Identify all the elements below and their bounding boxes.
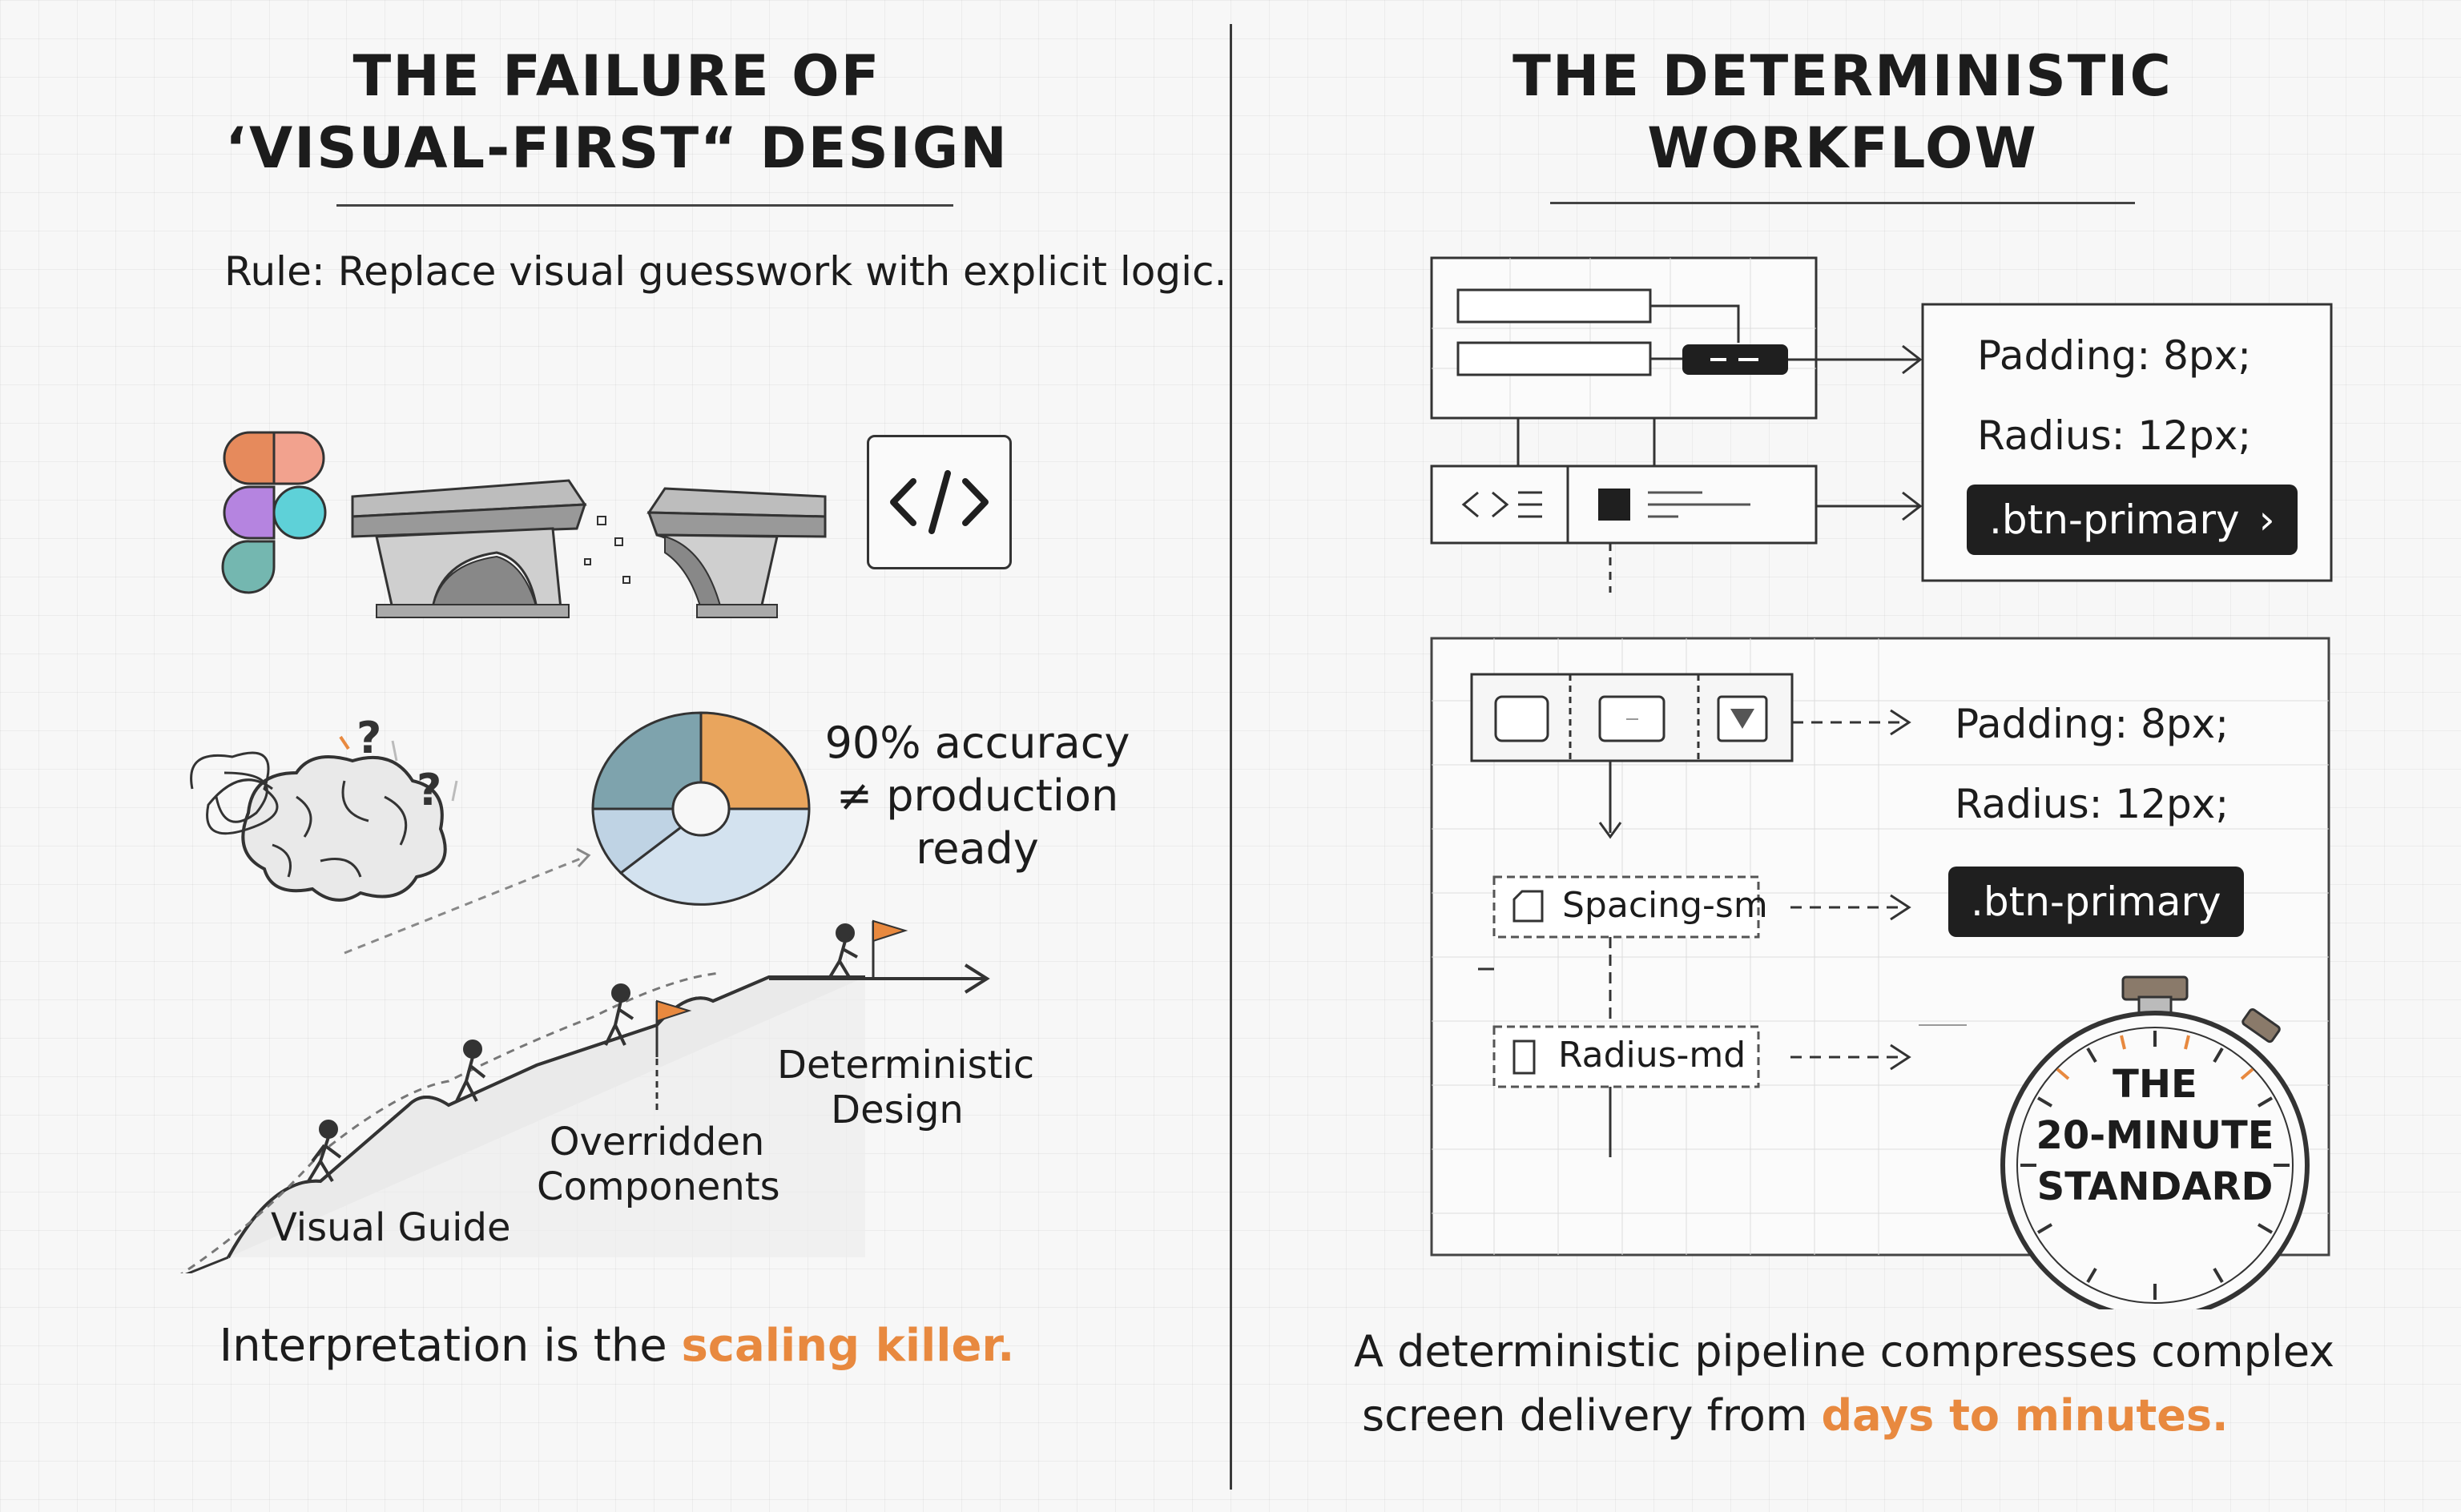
- bottom-radius-prop: Radius: 12px;: [1955, 781, 2229, 827]
- bottom-padding-prop: Padding: 8px;: [1955, 701, 2229, 747]
- tangled-brain-icon: ? ?: [176, 713, 497, 917]
- left-title: THE FAILURE OF ‘VISUAL-FIRST“ DESIGN: [160, 40, 1073, 184]
- svg-text:?: ?: [356, 717, 381, 763]
- figma-logo-icon: [218, 431, 338, 595]
- top-btn-primary-class: .btn-primary ›: [1967, 485, 2298, 555]
- broken-bridge-icon: [344, 472, 841, 633]
- rule-text: Rule: Replace visual guesswork with expl…: [224, 248, 1227, 295]
- step-deterministic-line1: Deterministic: [777, 1043, 1035, 1088]
- token-radius-md: Radius-md: [1558, 1035, 1746, 1076]
- accuracy-line1: 90% accuracy: [824, 718, 1130, 768]
- left-title-line1: THE FAILURE OF: [352, 43, 881, 109]
- left-caption: Interpretation is the scaling killer.: [160, 1320, 1073, 1372]
- left-title-line2: ‘VISUAL-FIRST“ DESIGN: [225, 115, 1009, 181]
- brain-to-donut-arrow: [344, 855, 586, 955]
- center-divider: [1230, 24, 1232, 1490]
- left-caption-prefix: Interpretation is the: [219, 1320, 682, 1372]
- accuracy-line3: ready: [916, 823, 1039, 874]
- right-caption-line1: A deterministic pipeline compresses comp…: [1354, 1326, 2335, 1377]
- step-visual-guide: Visual Guide: [271, 1205, 511, 1250]
- left-caption-highlight: scaling killer.: [681, 1320, 1015, 1372]
- right-title-line1: THE DETERMINISTIC: [1512, 43, 2173, 109]
- stopwatch-line1: THE: [2113, 1062, 2197, 1107]
- top-radius-prop: Radius: 12px;: [1977, 412, 2252, 459]
- step-deterministic-line2: Design: [831, 1088, 964, 1132]
- accuracy-line2: ≠ production: [836, 770, 1119, 821]
- right-caption-line2: screen delivery from days to minutes.: [1354, 1384, 2395, 1448]
- stopwatch-label: THE 20-MINUTE STANDARD: [2035, 1059, 2275, 1212]
- stopwatch-line3: STANDARD: [2036, 1164, 2274, 1209]
- climber-icon: [307, 923, 858, 1183]
- step-overridden-line2: Components: [537, 1164, 780, 1209]
- bottom-btn-primary-class: .btn-primary: [1948, 867, 2244, 937]
- step-overridden: Overridden Components: [537, 1120, 780, 1209]
- right-caption-prefix: screen delivery from: [1362, 1390, 1822, 1441]
- stopwatch-line2: 20-MINUTE: [2036, 1113, 2274, 1158]
- donut-chart-icon: [589, 709, 813, 909]
- flag-icon: [655, 919, 908, 1113]
- left-title-underline: [336, 204, 953, 207]
- right-title-line2: WORKFLOW: [1647, 115, 2038, 181]
- right-title-underline: [1550, 202, 2135, 204]
- right-caption-highlight: days to minutes.: [1821, 1390, 2229, 1441]
- progress-mountain: [160, 801, 1001, 1283]
- right-caption: A deterministic pipeline compresses comp…: [1354, 1320, 2395, 1448]
- top-btn-primary-label: .btn-primary: [1989, 497, 2240, 543]
- code-brackets-icon: [867, 435, 1012, 569]
- right-title: THE DETERMINISTIC WORKFLOW: [1394, 40, 2291, 184]
- svg-text:?: ?: [417, 765, 441, 815]
- accuracy-text: 90% accuracy ≠ production ready: [809, 717, 1146, 875]
- step-deterministic: Deterministic Design: [777, 1043, 1035, 1132]
- token-spacing-sm: Spacing-sm: [1562, 885, 1768, 926]
- top-padding-prop: Padding: 8px;: [1977, 332, 2252, 379]
- chevron-right-icon: ›: [2258, 497, 2275, 543]
- step-overridden-line1: Overridden: [549, 1120, 765, 1164]
